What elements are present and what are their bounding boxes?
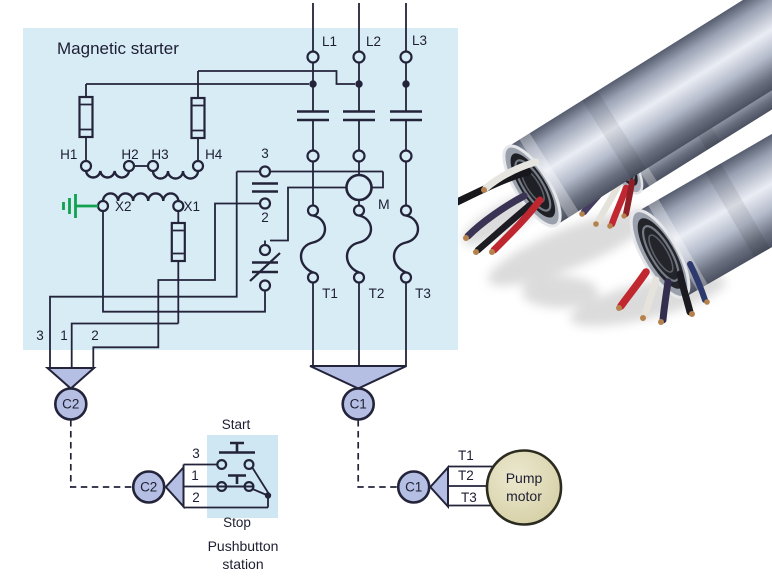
- label-h4: H4: [205, 147, 223, 162]
- label-wire-3: 3: [36, 328, 44, 343]
- magnetic-starter-panel: [23, 28, 458, 350]
- label-t2: T2: [369, 286, 385, 301]
- label-pb-wire-1: 1: [191, 468, 199, 483]
- label-h3: H3: [151, 147, 168, 162]
- label-c1-top: C1: [350, 397, 367, 412]
- label-m-coil: M: [378, 196, 390, 212]
- conduit-wires-front: [616, 261, 710, 325]
- label-x1: X1: [184, 199, 201, 214]
- conduit-tube-left: [502, 0, 772, 228]
- label-start: Start: [222, 417, 251, 432]
- m-coil: [270, 161, 384, 242]
- start-button[interactable]: [219, 441, 255, 454]
- label-motor-t3: T3: [461, 490, 477, 505]
- c2-connector-plug: [131, 464, 185, 510]
- control-wiring: [49, 171, 238, 368]
- label-l3: L3: [412, 33, 427, 48]
- control-transformer: [62, 70, 355, 218]
- label-station: station: [222, 556, 263, 572]
- label-stop: Stop: [223, 515, 251, 530]
- label-motor-t1: T1: [458, 448, 474, 463]
- label-motor: motor: [506, 488, 542, 504]
- c1-connector-plug: [396, 464, 449, 510]
- incoming-power-lines: [306, 3, 413, 151]
- label-x2: X2: [115, 199, 132, 214]
- control-fuse: [170, 211, 186, 324]
- label-h1: H1: [60, 147, 77, 162]
- labels: L1 L2 L3 H1 H2 H3 H4 X2 X1 3 2 M T1 T2 T…: [36, 33, 542, 572]
- label-wire-2: 2: [91, 328, 99, 343]
- label-l2: L2: [366, 34, 381, 49]
- main-contacts: [297, 110, 422, 122]
- panel-title: Magnetic starter: [57, 39, 179, 58]
- label-c2-top: C2: [62, 397, 79, 412]
- label-l1: L1: [322, 34, 337, 49]
- label-pushbutton: Pushbutton: [208, 538, 279, 554]
- pushbutton-station: [182, 435, 278, 518]
- label-pb-wire-3: 3: [192, 446, 200, 461]
- stop-button[interactable]: [217, 474, 254, 488]
- label-pb-wire-2: 2: [192, 490, 200, 505]
- pump-motor: [447, 449, 563, 526]
- label-aux-2: 2: [261, 210, 269, 225]
- label-t3: T3: [415, 286, 431, 301]
- overload-contact: [102, 211, 281, 313]
- label-aux-3: 3: [261, 146, 269, 161]
- label-motor-t2: T2: [458, 468, 474, 483]
- overload-heaters: [299, 161, 420, 366]
- conduit-photo: [450, 0, 772, 327]
- c2-connector-top: [44, 367, 97, 421]
- label-c2-plug: C2: [140, 480, 157, 495]
- dashed-links: [69, 420, 398, 488]
- c1-connector-top: [309, 365, 407, 421]
- earth-ground-icon: [62, 194, 98, 218]
- label-h2: H2: [121, 147, 138, 162]
- label-pump: Pump: [506, 470, 543, 486]
- label-c1-plug: C1: [405, 480, 422, 495]
- label-t1: T1: [322, 286, 338, 301]
- label-wire-1: 1: [60, 328, 68, 343]
- circuit-lines: [44, 3, 563, 526]
- aux-contact: [92, 165, 383, 368]
